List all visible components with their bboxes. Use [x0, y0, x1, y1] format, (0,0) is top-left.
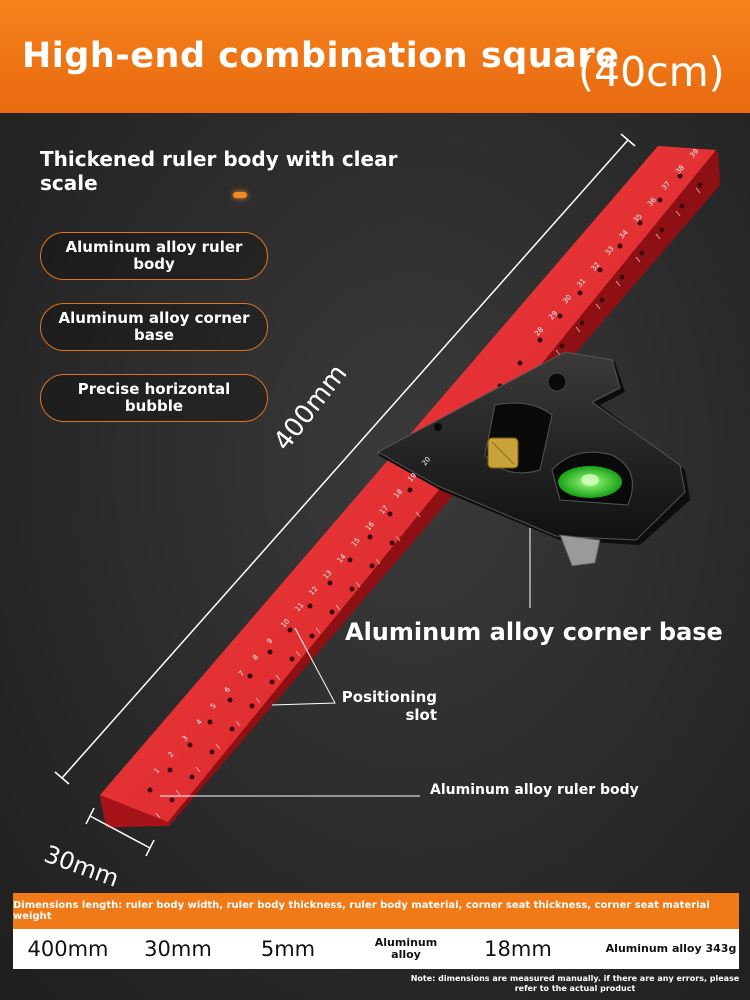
spec-values-row: 400mm 30mm 5mm Aluminum alloy 18mm Alumi… — [13, 929, 739, 969]
ruler-scale-number: 5 — [209, 702, 218, 711]
spec-length: 400mm — [27, 937, 109, 961]
ruler-scale-number: 20 — [420, 455, 432, 467]
spec-width: 30mm — [144, 937, 212, 961]
callout-lines — [160, 528, 531, 797]
ruler-scale-number: 3 — [181, 734, 190, 743]
feature-pill-corner-base: Aluminum alloy corner base — [40, 303, 268, 351]
ruler-scale-number: 11 — [294, 601, 306, 613]
ruler-scale-number: 13 — [322, 569, 334, 581]
combination-square-illustration: 1234567891011121314151617181920282930313… — [54, 133, 720, 857]
width-dimension-line — [85, 807, 155, 857]
ruler-scale-number: 32 — [590, 261, 602, 273]
ruler-body-callout: Aluminum alloy ruler body — [430, 782, 639, 798]
headline: Thickened ruler body with clear scale — [40, 147, 398, 195]
banner-title: High-end combination square — [22, 36, 620, 76]
ruler-scale-number: 35 — [632, 212, 644, 224]
ruler-scale-number: 7 — [237, 669, 246, 678]
ruler-scale-number: 28 — [533, 326, 545, 338]
corner-base — [376, 351, 690, 567]
ruler-scale-number: 4 — [195, 718, 204, 727]
spec-header: Dimensions length: ruler body width, rul… — [13, 893, 739, 929]
ruler-scale-number: 37 — [660, 180, 672, 192]
title-banner: High-end combination square (40cm) — [0, 0, 750, 113]
corner-base-callout: Aluminum alloy corner base — [345, 618, 723, 646]
ruler-scale-number: 18 — [392, 488, 404, 500]
ruler-scale-number: 8 — [251, 653, 260, 662]
spec-thickness: 5mm — [260, 937, 316, 961]
length-dimension-line — [54, 133, 636, 785]
banner-size: (40cm) — [578, 48, 725, 96]
ruler-scale-number: 19 — [406, 472, 418, 484]
disclaimer-note: Note: dimensions are measured manually. … — [410, 974, 740, 993]
ruler-scale-number: 33 — [604, 245, 616, 257]
ruler-scale-number: 30 — [561, 293, 573, 305]
ruler-scale-number: 38 — [674, 164, 686, 176]
ruler-scale-number: 15 — [350, 536, 362, 548]
ruler-scale-number: 10 — [279, 617, 291, 629]
feature-pill-bubble: Precise horizontal bubble — [40, 374, 268, 422]
feature-pill-ruler-body: Aluminum alloy ruler body — [40, 232, 268, 280]
ruler-scale-number: 17 — [378, 504, 390, 516]
ruler-scale-number: 6 — [223, 685, 232, 694]
ruler-scale-number: 29 — [547, 309, 559, 321]
ruler-scale-number: 39 — [688, 147, 700, 159]
ruler-scale-number: 31 — [576, 277, 588, 289]
spec-corner-material-weight: Aluminum alloy 343g — [605, 942, 737, 955]
ruler-scale-ticks — [155, 187, 701, 819]
ruler-scale-number: 12 — [308, 585, 320, 597]
ruler-scale-number: 9 — [265, 637, 274, 646]
ruler-scale-number: 1 — [153, 767, 162, 776]
spec-ruler-material: Aluminum alloy — [374, 936, 438, 961]
accent-dot — [233, 192, 247, 198]
spec-corner-thickness: 18mm — [484, 937, 552, 961]
ruler-scale-number: 2 — [167, 750, 176, 759]
positioning-slot-callout: Positioning slot — [341, 688, 437, 724]
